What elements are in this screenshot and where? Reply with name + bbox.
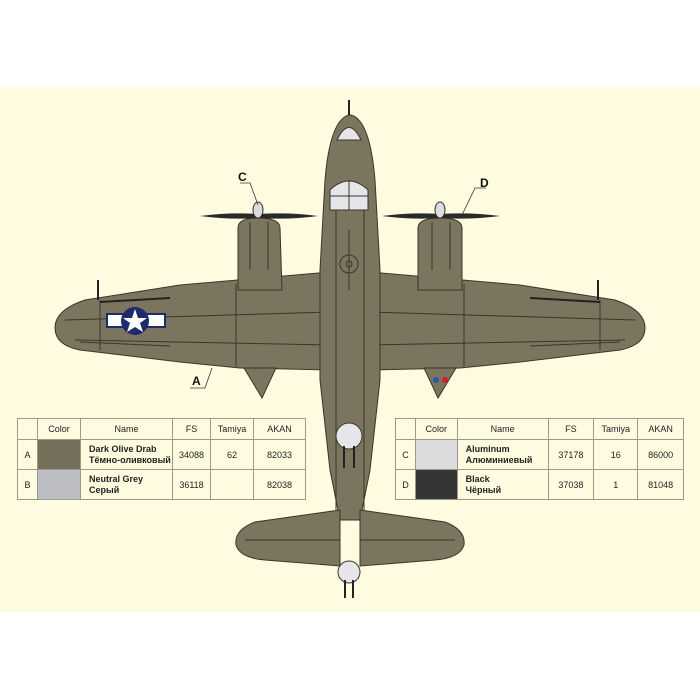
paint-name-ru: Чёрный	[465, 484, 502, 495]
col-akan: AKAN	[637, 418, 684, 440]
col-tamiya: Tamiya	[210, 418, 254, 440]
callout-a: A	[192, 374, 201, 388]
table-header-row: Color Name FS Tamiya AKAN	[395, 418, 684, 440]
row-letter: B	[17, 469, 38, 500]
left-wing-fin	[243, 367, 277, 400]
left-engine-nacelle	[237, 217, 283, 291]
row-letter: D	[395, 469, 416, 500]
callout-c: C	[238, 170, 247, 184]
fs-code: 34088	[172, 439, 211, 470]
tamiya-code: 62	[210, 439, 254, 470]
row-letter: A	[17, 439, 38, 470]
table-header-row: Color Name FS Tamiya AKAN	[17, 418, 306, 440]
callout-d: D	[480, 176, 489, 190]
tamiya-code: 16	[593, 439, 639, 470]
color-swatch	[414, 439, 458, 470]
paint-name-en: Aluminum	[465, 443, 510, 454]
akan-code: 82033	[253, 439, 306, 470]
col-color: Color	[37, 418, 81, 440]
paint-name-en: Neutral Grey	[89, 473, 144, 484]
color-swatch	[414, 469, 458, 500]
fs-code: 37178	[547, 439, 595, 470]
col-letter	[395, 418, 416, 440]
col-akan: AKAN	[253, 418, 306, 440]
col-name: Name	[456, 418, 549, 440]
usaaf-roundel	[106, 307, 166, 335]
left-propeller	[200, 201, 318, 219]
left-tailplane	[235, 509, 341, 567]
col-tamiya: Tamiya	[593, 418, 639, 440]
col-fs: FS	[547, 418, 595, 440]
col-fs: FS	[172, 418, 211, 440]
right-engine-nacelle	[417, 217, 463, 291]
akan-code: 81048	[637, 469, 684, 500]
paint-table-left: Color Name FS Tamiya AKAN A Dark Olive D…	[17, 418, 306, 500]
col-letter	[17, 418, 38, 440]
tamiya-code: 1	[593, 469, 639, 500]
fs-code: 36118	[172, 469, 211, 500]
right-tailplane	[359, 509, 465, 567]
row-letter: C	[395, 439, 416, 470]
paint-name-en: Dark Olive Drab	[89, 443, 157, 454]
left-wing	[54, 271, 331, 371]
akan-code: 86000	[637, 439, 684, 470]
tamiya-code	[210, 469, 254, 500]
paint-name-ru: Алюминиевый	[465, 454, 533, 465]
paint-name-ru: Тёмно-оливковый	[89, 454, 171, 465]
fs-code: 37038	[547, 469, 595, 500]
color-swatch	[37, 469, 81, 500]
akan-code: 82038	[253, 469, 306, 500]
right-propeller	[382, 201, 500, 219]
right-wing	[369, 271, 646, 371]
paint-name-en: Black	[465, 473, 490, 484]
fuselage	[319, 114, 381, 521]
paint-name-ru: Серый	[89, 484, 120, 495]
col-color: Color	[414, 418, 458, 440]
color-swatch	[37, 439, 81, 470]
right-wing-fin	[423, 367, 457, 400]
col-name: Name	[80, 418, 173, 440]
